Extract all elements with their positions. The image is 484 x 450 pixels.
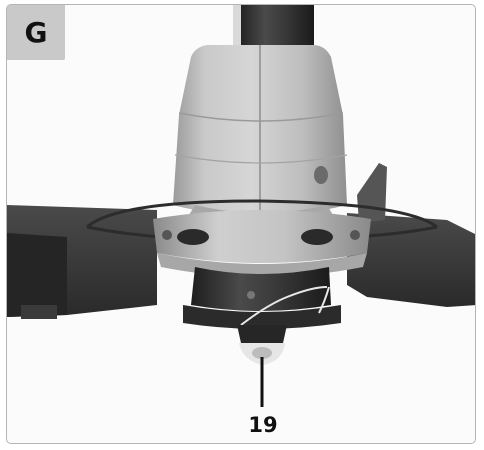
figure-frame: G 19 [6,4,476,444]
head-collar [153,210,371,277]
spool-head [183,267,341,365]
motor-housing [173,45,348,224]
figure-label: G [7,5,65,60]
shaft [233,5,314,47]
trimmer-head-illustration [7,5,475,407]
callout-number: 19 [248,413,278,437]
